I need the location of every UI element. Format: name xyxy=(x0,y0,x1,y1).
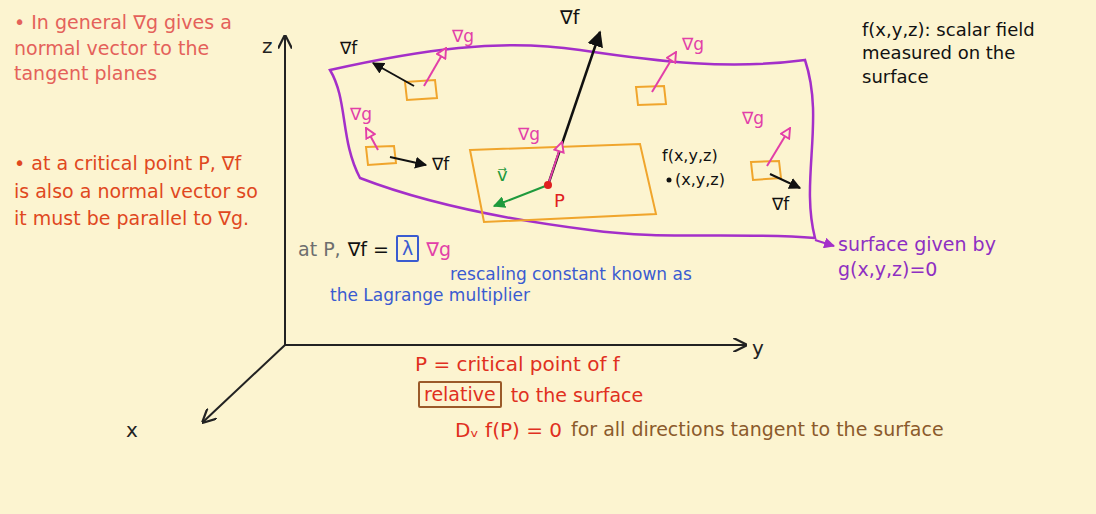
vector-label: v⃗ xyxy=(497,164,508,186)
gradient-label: ∇g xyxy=(742,108,764,128)
point-coords: (x,y,z) xyxy=(675,170,725,189)
note-text: • In general ∇g gives a normal vector to… xyxy=(14,10,254,87)
surface-point xyxy=(667,178,672,183)
multiplier-box: λ xyxy=(396,235,419,262)
surface-pointer xyxy=(815,240,834,246)
gradient-label: ∇f xyxy=(560,6,579,29)
gradient-label: ∇f xyxy=(432,154,449,174)
definition-text: to the surface xyxy=(511,384,644,407)
z-axis xyxy=(284,36,286,345)
tangent-planes xyxy=(366,80,781,222)
derivative-formula: Dᵥ f(P) = 0 xyxy=(455,418,562,442)
box-text: λ xyxy=(402,237,413,259)
field-note: f(x,y,z): scalar field measured on the s… xyxy=(862,18,1082,88)
constraint-surface xyxy=(330,45,815,238)
gradient-label: ∇f xyxy=(772,194,789,214)
note-text: • at a critical point P, ∇f is also a no… xyxy=(14,150,259,233)
x-axis xyxy=(203,345,285,422)
gradient-label: ∇g xyxy=(350,104,372,124)
highlight-box: relative xyxy=(418,381,502,408)
equation-part: at P, xyxy=(298,238,341,261)
gradient-label: ∇f xyxy=(340,38,357,58)
equation-part: ∇g xyxy=(426,238,451,261)
surface-note: surface given by g(x,y,z)=0 xyxy=(838,232,998,281)
gradient-label: ∇g xyxy=(518,124,540,144)
gradient-label: ∇g xyxy=(452,26,474,46)
y-axis xyxy=(285,344,746,346)
point-label: P xyxy=(554,190,565,212)
equation-part: ∇f = xyxy=(348,238,389,261)
definition-text: P = critical point of f xyxy=(415,352,620,376)
gradient-label: ∇g xyxy=(682,34,704,54)
axis-label: y xyxy=(752,336,764,360)
definition-text: for all directions tangent to the surfac… xyxy=(571,418,944,441)
axis-label: x xyxy=(126,418,138,442)
multiplier-note: rescaling constant known as the Lagrange… xyxy=(330,264,700,307)
gradient-arrows xyxy=(366,32,800,206)
critical-point xyxy=(544,181,552,189)
box-text: relative xyxy=(424,383,496,405)
field-label: f(x,y,z) xyxy=(662,146,718,165)
axis-label: z xyxy=(262,34,273,58)
